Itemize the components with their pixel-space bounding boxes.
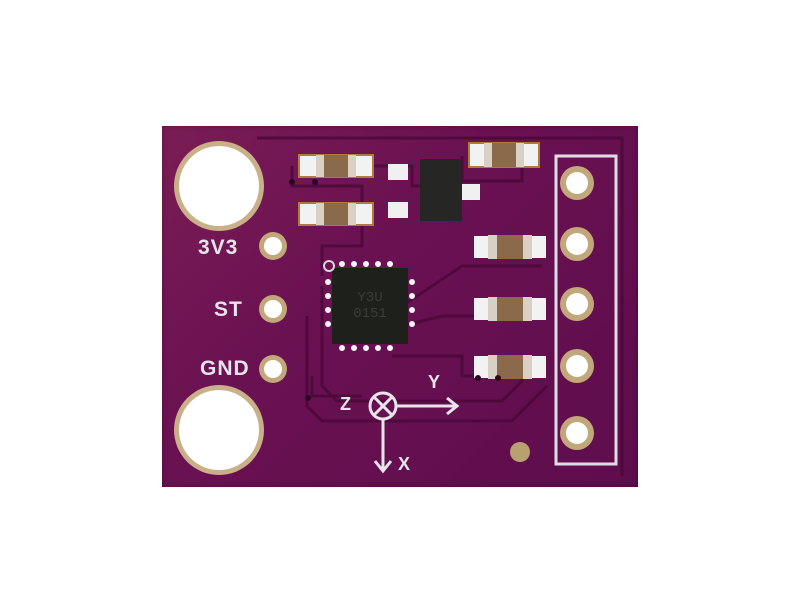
mounting-hole-top [174, 141, 264, 231]
chip-marking: Y3U 0151 [332, 290, 408, 322]
pcb-board: 3V3 ST GND Y3U 0151 Z Y X [162, 126, 638, 487]
axis-label-x: X [398, 454, 412, 474]
pcb-artwork [174, 136, 624, 476]
chip-marking-line1: Y3U [357, 290, 383, 306]
pin-label-3v3: 3V3 [198, 236, 239, 259]
mounting-hole-bottom [174, 385, 264, 475]
pin-label-gnd: GND [200, 357, 250, 380]
axis-label-z: Z [340, 394, 352, 414]
axis-label-y: Y [428, 372, 442, 392]
chip-marking-line2: 0151 [353, 306, 387, 322]
pin-label-st: ST [214, 298, 243, 321]
